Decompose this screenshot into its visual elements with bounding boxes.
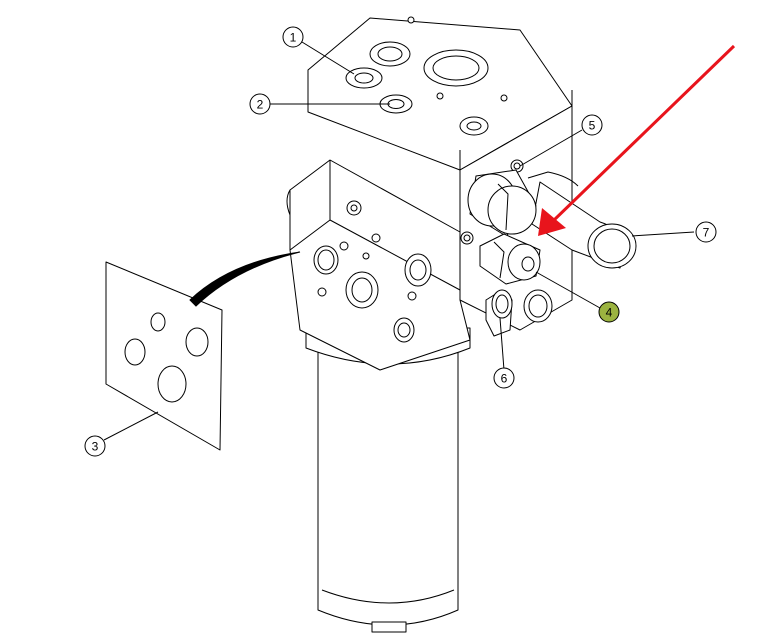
leader-line-4 — [535, 271, 601, 309]
leader-line-1 — [301, 41, 355, 75]
filter-housing — [305, 327, 471, 633]
callout-6: 6 — [493, 367, 515, 389]
callout-3: 3 — [84, 435, 106, 457]
leader-line-5 — [519, 129, 583, 167]
callout-label: 5 — [589, 119, 596, 133]
callout-label: 1 — [290, 31, 297, 45]
gasket-plate — [105, 261, 223, 451]
callout-4: 4 — [598, 301, 620, 323]
leader-line-6 — [499, 317, 505, 371]
valve-block-top — [307, 16, 573, 171]
cartridge-valve-upper — [467, 169, 537, 237]
callout-label: 4 — [606, 306, 613, 320]
gasket-mounting-indicator — [189, 251, 301, 307]
callout-label: 6 — [501, 372, 508, 386]
valve-block-front-face — [286, 159, 471, 371]
solenoid-coil — [527, 171, 637, 269]
callout-5: 5 — [581, 114, 603, 136]
leader-line-7 — [631, 231, 695, 237]
callout-2: 2 — [249, 93, 271, 115]
callout-label: 7 — [703, 226, 710, 240]
callout-label: 2 — [257, 98, 264, 112]
callout-1: 1 — [282, 26, 304, 48]
leader-line-3 — [103, 411, 159, 441]
red-arrow — [538, 44, 736, 236]
cartridge-valve-lower — [479, 233, 541, 285]
port-plug — [485, 289, 513, 337]
callout-label: 3 — [92, 440, 99, 454]
callout-7: 7 — [695, 221, 717, 243]
